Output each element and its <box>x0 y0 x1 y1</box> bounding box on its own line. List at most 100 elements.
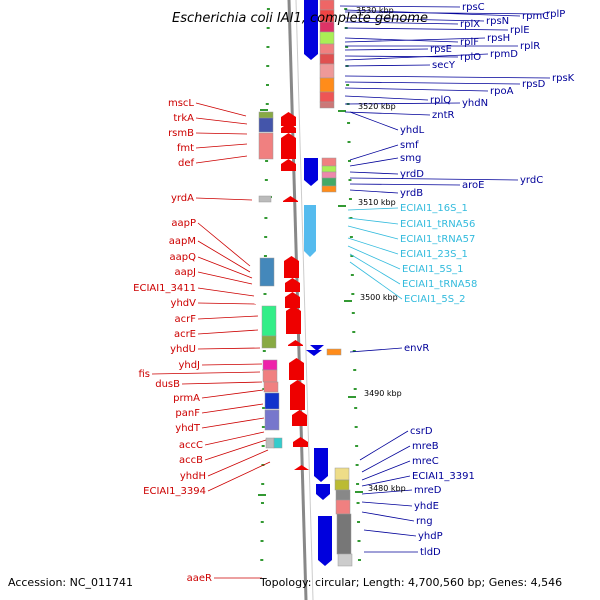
tick-left <box>263 293 267 295</box>
gene-label-yhdV: yhdV <box>171 298 197 309</box>
gene-label-yrdD: yrdD <box>400 169 424 180</box>
tick-right <box>356 483 360 485</box>
rna-gene-arrow <box>304 205 316 257</box>
tick-right <box>355 445 359 447</box>
tick-left <box>266 46 270 48</box>
leader-line <box>197 240 251 273</box>
leader-line <box>349 253 401 285</box>
leader-line <box>344 111 431 116</box>
feature-block <box>273 437 283 449</box>
gene-label-csrD: csrD <box>410 426 433 437</box>
gene-label-yhdU: yhdU <box>170 344 196 355</box>
gene-label-prmA: prmA <box>173 393 200 404</box>
reverse-gene-arrow <box>304 158 318 186</box>
gene-label-envR: envR <box>404 343 429 354</box>
feature-block <box>259 257 275 287</box>
feature-block <box>321 177 337 187</box>
forward-gene-arrow <box>281 159 296 171</box>
gene-label-aapM: aapM <box>169 236 196 247</box>
gene-label-rng: rng <box>416 516 433 527</box>
leader-line <box>344 81 521 85</box>
reverse-gene-arrow <box>318 516 332 566</box>
tick-right <box>347 122 351 124</box>
leader-line <box>361 475 411 487</box>
leader-line <box>197 287 255 297</box>
feature-block <box>261 335 277 349</box>
leader-line <box>344 27 509 31</box>
forward-gene-arrow <box>290 380 305 410</box>
forward-gene-arrow <box>283 196 298 202</box>
feature-block <box>261 305 277 337</box>
gene-label-ECIAI1_tRNA57: ECIAI1_tRNA57 <box>400 234 475 245</box>
tick-right <box>356 502 360 504</box>
feature-block <box>319 43 335 55</box>
tick-left <box>260 559 264 561</box>
gene-label-mreD: mreD <box>414 485 442 496</box>
tick-right <box>350 255 354 257</box>
leader-line <box>339 5 461 8</box>
gene-label-trkA: trkA <box>173 113 194 124</box>
leader-line <box>201 417 265 429</box>
forward-gene-arrow <box>286 306 301 334</box>
tick-left <box>265 160 269 162</box>
forward-gene-arrow <box>284 256 299 278</box>
reverse-gene-arrow <box>310 345 324 351</box>
tick-right <box>354 426 358 428</box>
gene-label-rpsD: rpsD <box>522 79 546 90</box>
leader-line <box>197 329 259 335</box>
forward-gene-arrow <box>289 358 304 380</box>
feature-block <box>337 553 353 567</box>
gene-label-yhdE: yhdE <box>414 501 439 512</box>
gene-label-accC: accC <box>179 440 203 451</box>
scale-label-3530: 3530 kbp <box>356 6 394 15</box>
leader-line <box>344 37 486 43</box>
leader-line <box>197 347 261 350</box>
tick-right <box>355 464 359 466</box>
gene-label-ECIAI1_3394: ECIAI1_3394 <box>143 486 206 497</box>
tick-right <box>347 141 351 143</box>
leader-line <box>344 48 429 51</box>
tick-right <box>348 179 352 181</box>
leader-line <box>361 501 413 507</box>
gene-label-aaeR: aaeR <box>187 573 212 584</box>
feature-block <box>334 467 350 481</box>
gene-label-ECIAI1_3411: ECIAI1_3411 <box>133 283 196 294</box>
leader-line <box>344 55 459 58</box>
gene-label-rpsH: rpsH <box>487 33 510 44</box>
tick-left <box>263 255 267 257</box>
leader-line <box>207 461 271 492</box>
leader-line <box>195 155 248 164</box>
accession: Accession: NC_011741 <box>8 576 133 589</box>
feature-block <box>326 348 342 356</box>
leader-line <box>197 302 257 305</box>
leader-line <box>361 511 415 522</box>
leader-line <box>195 132 248 135</box>
leader-line <box>349 347 403 353</box>
forward-gene-arrow <box>288 340 303 346</box>
gene-label-ECIAI1_tRNA58: ECIAI1_tRNA58 <box>402 279 477 290</box>
leader-line <box>197 271 253 285</box>
feature-block <box>321 157 337 167</box>
leader-line <box>344 95 429 101</box>
tick-right <box>357 559 361 561</box>
leader-line <box>207 449 269 477</box>
gene-label-aapP: aapP <box>171 218 196 229</box>
tick-major <box>338 110 346 112</box>
forward-gene-arrow <box>281 123 296 133</box>
gene-label-mreC: mreC <box>412 456 439 467</box>
leader-line <box>349 189 399 194</box>
tick-left <box>266 65 270 67</box>
gene-label-rplE: rplE <box>510 25 530 36</box>
tick-left <box>262 407 266 409</box>
forward-gene-arrow <box>285 278 300 292</box>
leader-line <box>349 157 399 167</box>
reverse-gene-arrow <box>304 0 318 60</box>
leader-line <box>349 111 399 131</box>
feature-block <box>262 359 278 371</box>
feature-block <box>265 437 275 449</box>
leader-line <box>347 207 399 211</box>
leader-line <box>181 381 263 385</box>
leader-line <box>361 445 411 473</box>
feature-block <box>263 381 279 393</box>
gene-label-yhdJ: yhdJ <box>178 360 200 371</box>
